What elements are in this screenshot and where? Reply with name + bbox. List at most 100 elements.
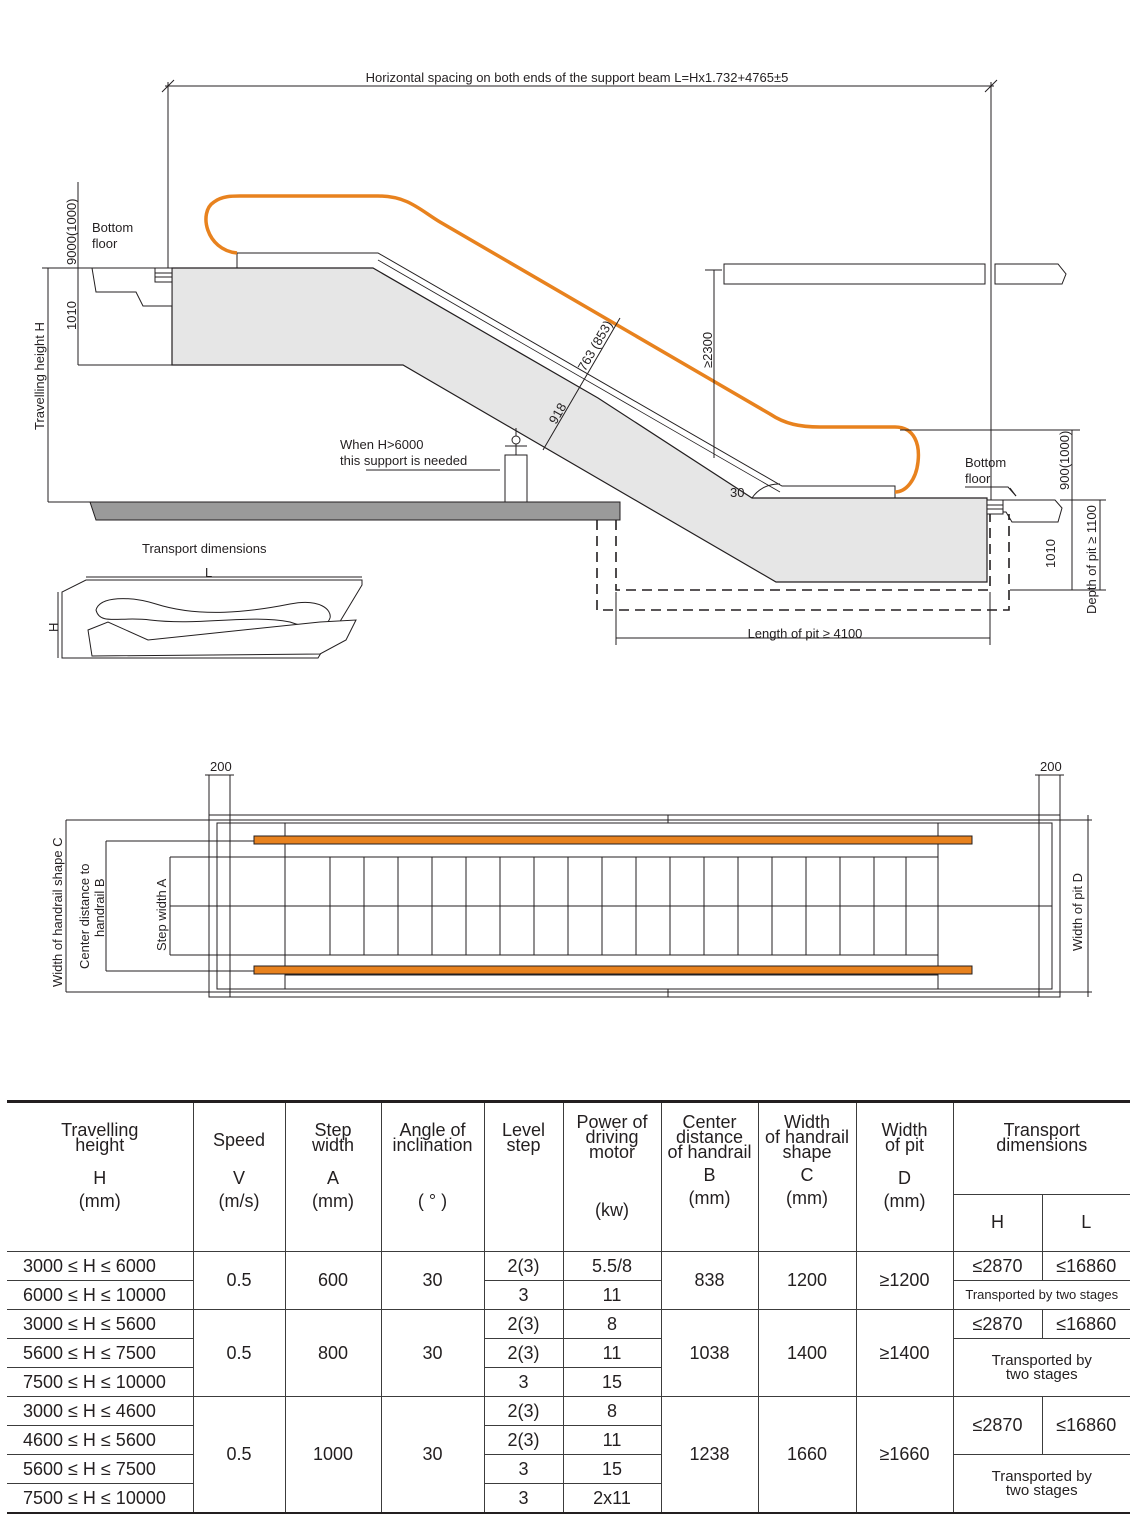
level-step-cell: 2(3) [483, 1251, 564, 1281]
balustrade-line [377, 259, 781, 493]
transport-h-cell: ≤2870 [952, 1251, 1043, 1281]
escalator-elevation-drawing: Horizontal spacing on both ends of the s… [32, 70, 1106, 659]
balustrade-top [236, 252, 896, 498]
header-transport-h: H [953, 1193, 1043, 1253]
angle-cell: 30 [380, 1396, 485, 1514]
top-floor-label-line2: floor [92, 236, 118, 251]
dim-9000-left: 9000(1000) [64, 199, 79, 266]
transport-title: Transport dimensions [142, 541, 267, 556]
center-distance-cell: 1238 [660, 1396, 759, 1514]
transport-l-cell: ≤16860 [1041, 1251, 1131, 1281]
center-distance-cell: 838 [660, 1251, 759, 1310]
speed-cell: 0.5 [192, 1396, 286, 1514]
transport-sketch [57, 576, 363, 659]
table-row: 6000 ≤ H ≤ 10000 3 11 Transported by two… [7, 1280, 1131, 1310]
support-note-line2: this support is needed [340, 453, 467, 468]
angle-arc [751, 483, 781, 499]
center-distance-label-1: Center distance to [77, 863, 92, 969]
dim-763: 763 (853) [575, 318, 616, 374]
height-range: 3000 ≤ H ≤ 6000 [7, 1251, 194, 1281]
pit-width-cell: ≥1400 [855, 1309, 954, 1397]
bottom-floor-label-line2: floor [965, 471, 991, 486]
step-width-cell: 800 [284, 1309, 382, 1397]
transport-L: L [205, 565, 212, 580]
table-row: 3000 ≤ H ≤ 5600 0.5 800 30 2(3) 8 1038 1… [7, 1309, 1131, 1397]
power-cell: 5.5/8 [562, 1251, 662, 1281]
dim-200-left: 200 [210, 759, 232, 774]
power-cell: 11 [562, 1425, 661, 1455]
height-range: 7500 ≤ H ≤ 10000 [7, 1483, 194, 1514]
center-distance-cell: 1038 [660, 1309, 759, 1397]
handrail-width-cell: 1660 [757, 1396, 857, 1514]
angle-label: 30 [730, 485, 744, 500]
power-cell: 15 [562, 1454, 662, 1484]
height-range: 3000 ≤ H ≤ 5600 [7, 1309, 194, 1339]
level-step-cell: 3 [483, 1483, 564, 1514]
transport-h-cell: ≤2870 [952, 1396, 1043, 1455]
bottom-floor-slab [89, 501, 621, 521]
transport-H: H [46, 623, 61, 632]
support-note-line1: When H>6000 [340, 437, 423, 452]
level-step-cell: 2(3) [483, 1309, 564, 1339]
power-cell: 11 [562, 1280, 662, 1310]
angle-cell: 30 [380, 1309, 485, 1397]
pit-outline [596, 514, 1010, 611]
pit-width-cell: ≥1660 [855, 1396, 954, 1514]
left-dimension-lines [42, 182, 90, 503]
height-range: 4600 ≤ H ≤ 5600 [7, 1425, 194, 1455]
beam-spacing-label: Horizontal spacing on both ends of the s… [366, 70, 789, 85]
speed-cell: 0.5 [192, 1309, 286, 1397]
ceiling-beams [705, 263, 1067, 458]
level-step-cell: 3 [483, 1280, 564, 1310]
pit-length-label: Length of pit ≥ 4100 [748, 626, 863, 641]
pit-depth-label: Depth of pit ≥ 1100 [1084, 505, 1099, 614]
handrail-top [253, 835, 973, 845]
handrail-shape-label: Width of handrail shape C [50, 837, 65, 987]
angle-cell: 30 [380, 1251, 485, 1310]
dim-900-right: 900(1000) [1057, 431, 1072, 490]
dim-1010-right: 1010 [1043, 539, 1058, 568]
header-speed: Speed V(m/s) [192, 1101, 286, 1252]
escalator-plan-drawing: 200 200 [50, 759, 1092, 998]
power-cell: 8 [562, 1396, 662, 1426]
table-row: 3000 ≤ H ≤ 4600 0.5 1000 30 2(3) 8 1238 … [7, 1396, 1131, 1514]
table-row: 3000 ≤ H ≤ 6000 0.5 600 30 2(3) 5.5/8 83… [7, 1251, 1131, 1310]
table-row: 4600 ≤ H ≤ 5600 2(3) 11 [7, 1425, 1130, 1455]
pit-length-dimension [615, 592, 991, 645]
height-range: 6000 ≤ H ≤ 10000 [7, 1280, 194, 1310]
transport-l-cell: ≤16860 [1041, 1396, 1131, 1455]
pit-width-cell: ≥1200 [855, 1251, 954, 1310]
step-width-cell: 600 [284, 1251, 382, 1310]
pit-width-label: Width of pit D [1070, 873, 1085, 951]
height-range: 5600 ≤ H ≤ 7500 [7, 1454, 194, 1484]
top-floor-slab [48, 267, 173, 366]
power-cell: 15 [562, 1367, 661, 1397]
level-step-cell: 3 [483, 1367, 564, 1397]
dim-2300: ≥2300 [700, 332, 715, 368]
escalator-truss [171, 267, 988, 583]
dim-1010-left: 1010 [64, 301, 79, 330]
handrail-orange [204, 194, 921, 494]
dim-200-right: 200 [1040, 759, 1062, 774]
height-range: 3000 ≤ H ≤ 4600 [7, 1396, 194, 1426]
transport-h-cell: ≤2870 [952, 1309, 1043, 1339]
table-row: 7500 ≤ H ≤ 10000 3 15 [7, 1367, 1130, 1397]
handrail-width-cell: 1200 [757, 1251, 857, 1310]
top-floor-label-line1: Bottom [92, 220, 133, 235]
handrail-width-cell: 1400 [757, 1309, 857, 1397]
plan-outline [65, 774, 1092, 998]
step-width-label: Step width A [154, 878, 169, 951]
level-step-cell: 2(3) [483, 1338, 564, 1368]
